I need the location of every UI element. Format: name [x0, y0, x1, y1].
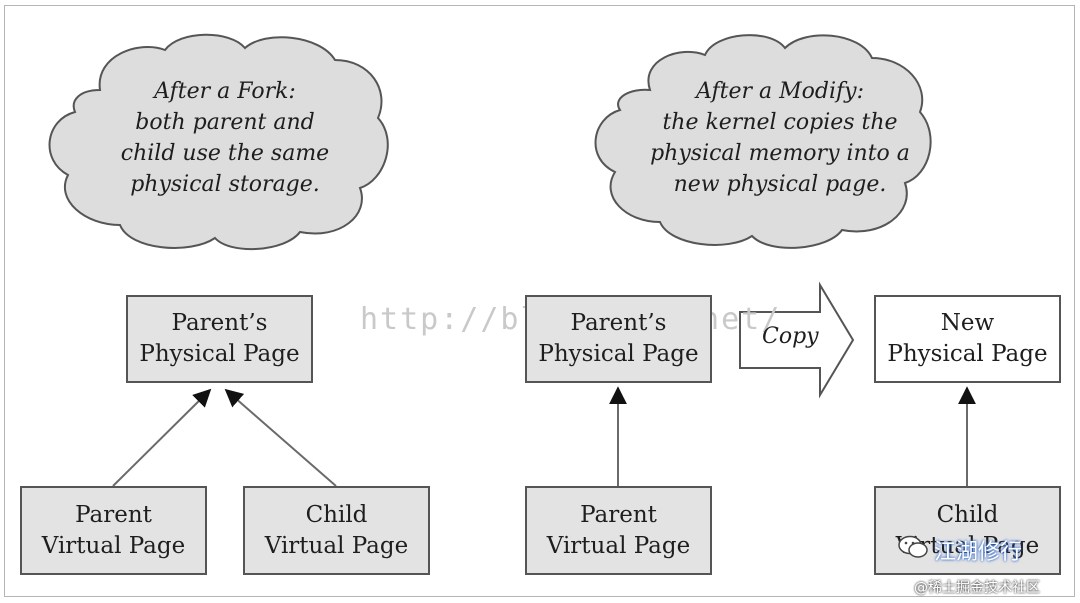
- new-physical-page-box: New Physical Page: [874, 295, 1061, 383]
- box-line: Child: [936, 501, 999, 528]
- box-line: Virtual Page: [546, 532, 691, 559]
- cloud-right-shape: [594, 34, 932, 249]
- copy-label: Copy: [762, 324, 819, 349]
- box-line: Parent’s: [570, 310, 667, 336]
- child-virtual-page-box-left: Child Virtual Page: [243, 486, 430, 575]
- cloud-right-line-3: physical memory into a: [650, 141, 910, 166]
- parent-virtual-page-box-left: Parent Virtual Page: [20, 486, 207, 575]
- copy-arrow-shape: [739, 281, 855, 399]
- cloud-left-text: After a Fork: both parent and child use …: [95, 76, 355, 200]
- cloud-left-line-3: child use the same: [120, 141, 330, 166]
- cloud-right-line-2: the kernel copies the: [662, 110, 898, 135]
- cloud-left-line-2: both parent and: [135, 110, 315, 135]
- figure-frame: [4, 5, 1075, 597]
- cloud-left-line-1: After a Fork:: [154, 79, 296, 104]
- box-line: Virtual Page: [264, 532, 409, 559]
- cloud-left-shape: [48, 33, 389, 251]
- box-line: Physical Page: [887, 341, 1048, 367]
- box-line: Child: [305, 501, 368, 528]
- box-line: Virtual Page: [41, 532, 186, 559]
- cloud-right-text: After a Modify: the kernel copies the ph…: [640, 76, 920, 200]
- parent-virtual-page-box-right: Parent Virtual Page: [525, 486, 712, 575]
- box-line: Physical Page: [139, 341, 300, 367]
- box-line: Parent: [580, 501, 657, 528]
- parent-physical-page-box-left: Parent’s Physical Page: [126, 295, 313, 383]
- cloud-right-line-4: new physical page.: [673, 172, 887, 197]
- arrow-parent-virtual-to-physical: [112, 388, 212, 487]
- box-line: Parent’s: [171, 310, 268, 336]
- brand-name: 江湖修行: [934, 540, 1023, 565]
- box-line: Parent: [75, 501, 152, 528]
- box-line: Physical Page: [538, 341, 699, 367]
- cloud-left-line-4: physical storage.: [130, 172, 320, 197]
- box-line: New: [940, 310, 995, 336]
- brand-site: @稀土掘金技术社区: [914, 580, 1040, 596]
- wechat-icon: [898, 535, 928, 559]
- cloud-right-line-1: After a Modify:: [696, 79, 864, 104]
- parent-physical-page-box-right: Parent’s Physical Page: [525, 295, 712, 383]
- arrow-child-virtual-to-parent-physical: [224, 388, 337, 487]
